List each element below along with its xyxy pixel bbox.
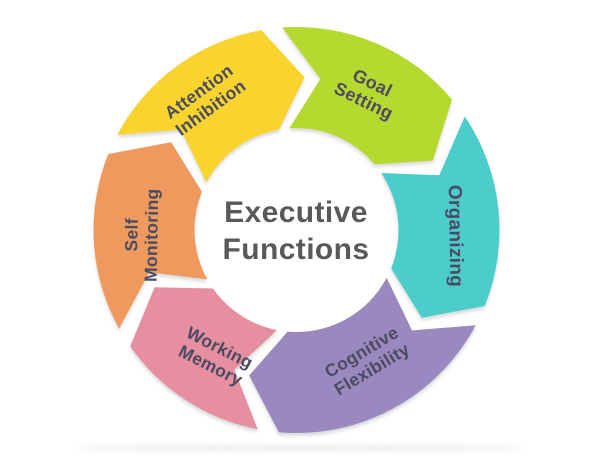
segment-goal-setting [282,27,452,165]
segment-organizing [381,116,500,318]
segment-cognitive-flexibility [249,277,476,433]
wheel-center-title: Executive Functions [222,196,370,266]
segment-working-memory [130,287,277,430]
ground-shadow [75,444,525,452]
segment-self-monitoring [93,142,208,329]
segment-attention-inhibition [117,30,305,183]
